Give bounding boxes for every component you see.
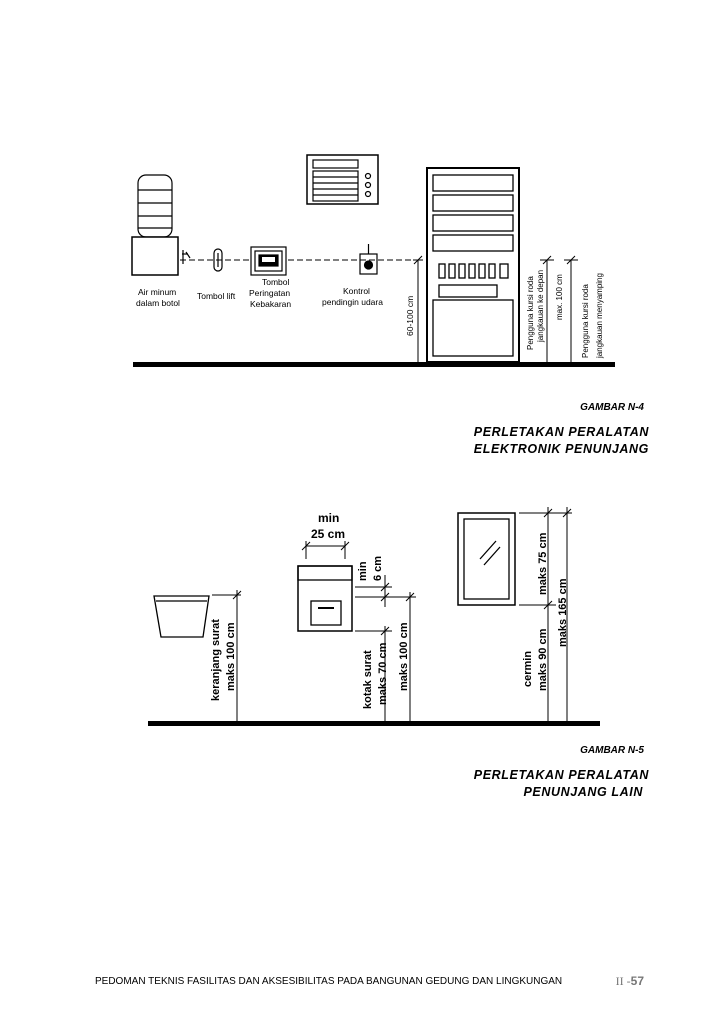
label-mirror-1: cermin xyxy=(522,651,534,687)
page-num: 57 xyxy=(630,974,644,988)
mail-basket-icon xyxy=(153,595,210,638)
label-mirror-top: maks 75 cm xyxy=(537,532,549,595)
label-fire-3: Kebakaran xyxy=(250,299,291,309)
dimension-side-reach xyxy=(564,255,578,362)
label-reach-front-1: Pengguna kursi roda xyxy=(526,276,535,350)
figure-n5-number: GAMBAR N-5 xyxy=(580,745,644,756)
dimension-mirror xyxy=(519,507,572,721)
label-height: 60-100 cm xyxy=(405,296,415,336)
dimension-front-reach xyxy=(540,255,554,362)
floor-line xyxy=(148,721,600,726)
figure-n5-title-line-1: PERLETAKAN PERALATAN xyxy=(473,768,649,782)
figure-n5-title-line-2: PENUNJANG LAIN xyxy=(523,785,643,799)
footer-title: PEDOMAN TEKNIS FASILITAS DAN AKSESIBILIT… xyxy=(95,976,563,987)
label-lift: Tombol lift xyxy=(197,291,236,301)
label-reach-front-2: jangkauan ke depan xyxy=(536,270,545,343)
label-water-2: dalam botol xyxy=(136,298,180,308)
label-min-6-2: 6 cm xyxy=(372,556,384,581)
figure-n5-title: PERLETAKAN PERALATAN PENUNJANG LAIN xyxy=(389,767,649,801)
label-fire-2: Peringatan xyxy=(249,288,290,298)
dimension-mailbox-max xyxy=(392,592,416,721)
label-basket-1: keranjang surat xyxy=(210,619,222,701)
page-separator: - xyxy=(623,974,631,988)
label-water-1: Air minum xyxy=(138,287,176,297)
floor-line xyxy=(133,362,615,367)
page-roman: II xyxy=(615,974,624,988)
dimension-mailbox-slot xyxy=(355,575,392,607)
ac-control-icon xyxy=(359,244,378,275)
air-conditioner-icon xyxy=(306,154,379,205)
label-mailbox-1: kotak surat xyxy=(362,650,374,709)
label-mailbox-max: maks 100 cm xyxy=(398,622,410,691)
label-reach-side-1: Pengguna kursi roda xyxy=(581,284,590,358)
figure-n4-number: GAMBAR N-4 xyxy=(580,402,644,413)
label-min-top: min xyxy=(318,511,339,525)
label-ac-1: Kontrol xyxy=(343,286,370,296)
dimension-basket xyxy=(212,590,242,721)
fire-alarm-icon xyxy=(250,246,287,276)
lift-button-icon xyxy=(213,248,223,272)
mailbox-icon xyxy=(297,565,353,632)
mirror-icon xyxy=(457,512,516,606)
figure-n5-drawing: min 25 cm min 6 cm keranjang surat maks … xyxy=(0,495,728,740)
page-number: II -57 xyxy=(616,974,644,989)
label-mirror-total: maks 165 cm xyxy=(557,578,569,647)
figure-n4-title-line-2: ELEKTRONIK PENUNJANG xyxy=(473,442,649,456)
dimension-mailbox-width xyxy=(301,541,350,559)
figure-n4-title-line-1: PERLETAKAN PERALATAN xyxy=(473,425,649,439)
label-ac-2: pendingin udara xyxy=(322,297,383,307)
label-basket-2: maks 100 cm xyxy=(225,622,237,691)
label-reach-front-3: max. 100 cm xyxy=(555,274,564,320)
vending-machine-icon xyxy=(426,167,520,366)
figure-n4-drawing: Air minum dalam botol Tombol lift Tombol… xyxy=(0,140,728,380)
figure-n4-title: PERLETAKAN PERALATAN ELEKTRONIK PENUNJAN… xyxy=(389,424,649,458)
label-mailbox-2: maks 70 cm xyxy=(377,642,389,705)
dimension-60-100 xyxy=(413,255,423,362)
label-mirror-2: maks 90 cm xyxy=(537,628,549,691)
label-reach-side-2: jangkauan menyamping xyxy=(595,273,604,359)
dimension-mailbox-height xyxy=(355,626,392,721)
label-min-width: 25 cm xyxy=(311,527,345,541)
water-dispenser-icon xyxy=(131,174,191,276)
label-min-6-1: min xyxy=(357,561,369,581)
label-fire-1: Tombol xyxy=(262,277,290,287)
